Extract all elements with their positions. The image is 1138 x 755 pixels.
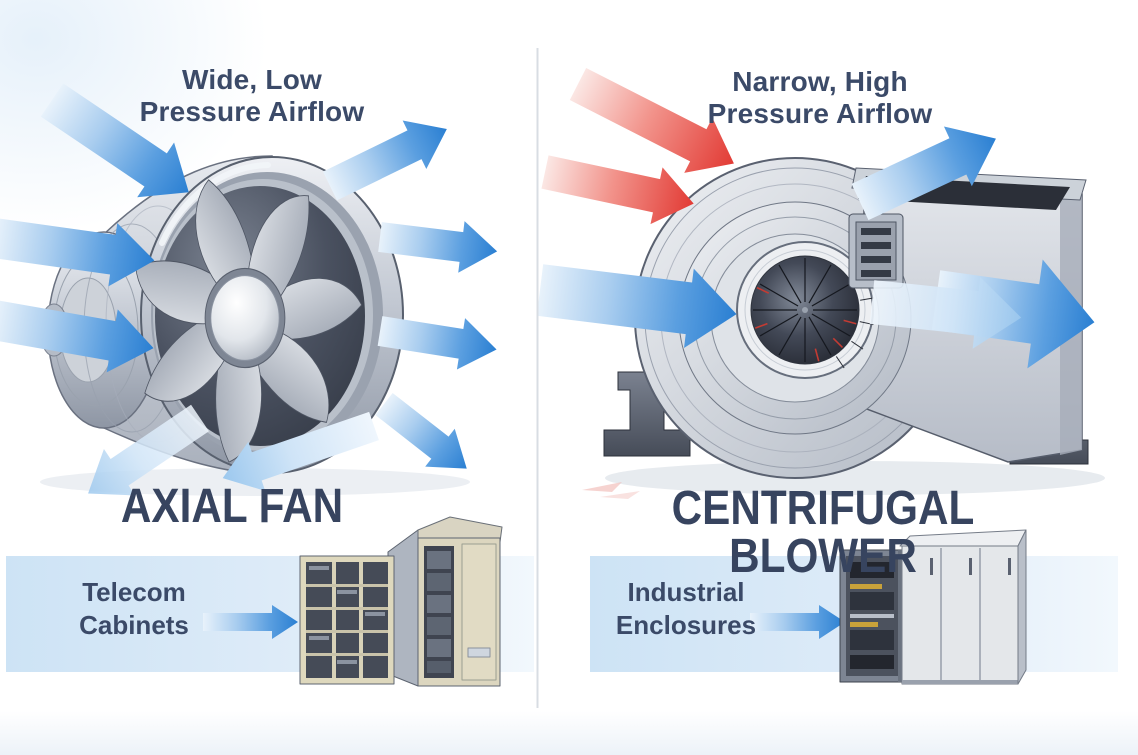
telecom-label-line2: Cabinets — [79, 610, 189, 640]
telecom-pointer-arrow-icon — [203, 605, 298, 639]
blower-vent-grille — [848, 213, 904, 289]
output-arrow-icon — [322, 120, 447, 201]
inlet-arrow-icon — [536, 264, 737, 348]
output-arrow-icon — [378, 221, 498, 273]
intake-arrow-icon — [0, 218, 155, 287]
intake-arrow-icon — [0, 300, 154, 373]
output-arrow-light-icon — [869, 277, 1022, 349]
telecom-cabinets-illustration — [299, 516, 503, 687]
left-airflow-line2: Pressure Airflow — [139, 96, 365, 127]
telecom-cabinets-label: Telecom Cabinets — [24, 576, 244, 642]
industrial-label-line2: Enclosures — [615, 610, 757, 640]
left-airflow-heading: Wide, Low Pressure Airflow — [72, 64, 432, 128]
industrial-label-line1: Industrial — [627, 577, 745, 607]
right-airflow-line1: Narrow, High — [732, 66, 908, 97]
intake-arrow-red-icon — [569, 67, 734, 173]
industrial-enclosures-illustration — [839, 529, 1027, 685]
axial-fan-illustration — [39, 155, 470, 496]
spread-arrow-icon — [88, 404, 209, 496]
blower-shadow — [605, 461, 1105, 495]
fan-blades — [135, 179, 363, 463]
blower-output-arrows — [851, 126, 1095, 369]
output-arrow-icon — [851, 126, 996, 221]
intake-arrow-red-icon — [541, 155, 694, 225]
axial-output-arrows — [88, 120, 498, 496]
left-airflow-line1: Wide, Low — [182, 64, 322, 95]
industrial-enclosures-label: Industrial Enclosures — [576, 576, 796, 642]
industrial-pointer-arrow-icon — [750, 605, 845, 639]
axial-intake-arrows — [0, 83, 189, 373]
fan-hub — [210, 274, 280, 362]
right-airflow-heading: Narrow, High Pressure Airflow — [640, 66, 1000, 130]
right-airflow-line2: Pressure Airflow — [707, 98, 933, 129]
blower-intake-arrows — [536, 67, 737, 348]
output-arrow-icon — [375, 392, 467, 469]
output-arrow-icon — [377, 316, 497, 370]
intake-arrow-icon — [40, 83, 189, 198]
telecom-label-line1: Telecom — [82, 577, 186, 607]
axial-fan-title: AXIAL FAN — [120, 480, 344, 533]
centrifugal-blower-title: CENTRIFUGAL BLOWER — [671, 482, 975, 583]
spread-arrow-icon — [222, 411, 379, 491]
